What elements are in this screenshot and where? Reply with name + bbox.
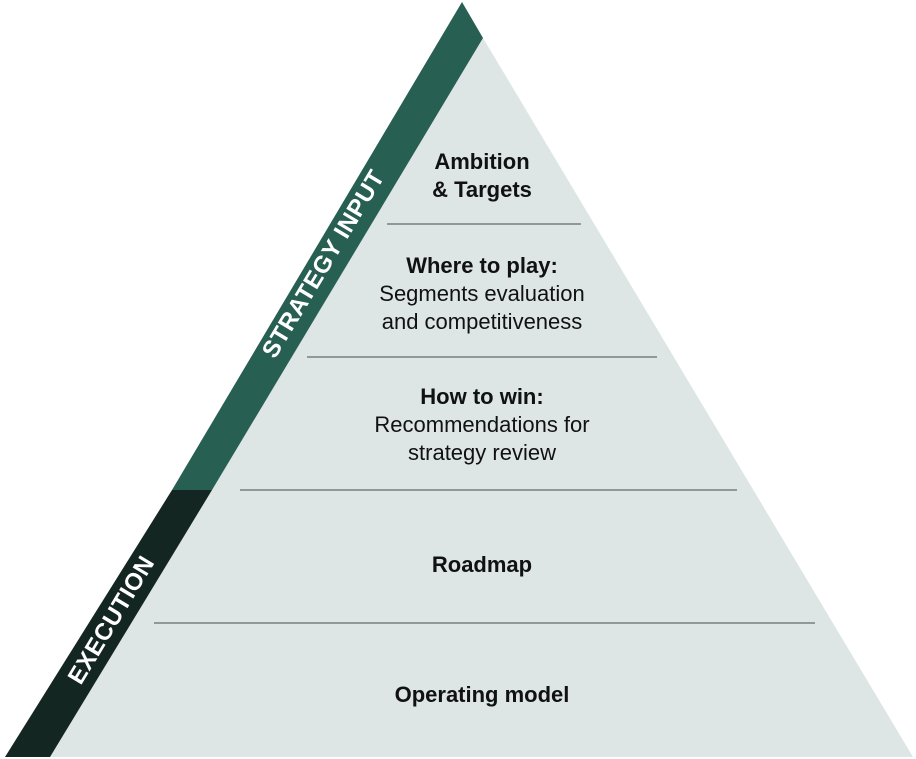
tier-where-to-play-line-2: and competitiveness <box>382 309 583 334</box>
tier-how-to-win-title: How to win: <box>420 384 543 409</box>
tier-operating-model-title: Operating model <box>395 682 570 707</box>
tier-where-to-play-line-1: Segments evaluation <box>379 281 584 306</box>
tier-ambition-title-2: & Targets <box>432 177 532 202</box>
tier-where-to-play-title: Where to play: <box>406 253 558 278</box>
strategy-input-band <box>172 2 483 490</box>
tier-how-to-win-line-1: Recommendations for <box>374 412 589 437</box>
tier-ambition-title: Ambition <box>434 149 529 174</box>
execution-band <box>5 490 212 757</box>
pyramid-body <box>50 38 913 757</box>
tier-how-to-win-line-2: strategy review <box>408 440 556 465</box>
tier-roadmap-title: Roadmap <box>432 552 532 577</box>
